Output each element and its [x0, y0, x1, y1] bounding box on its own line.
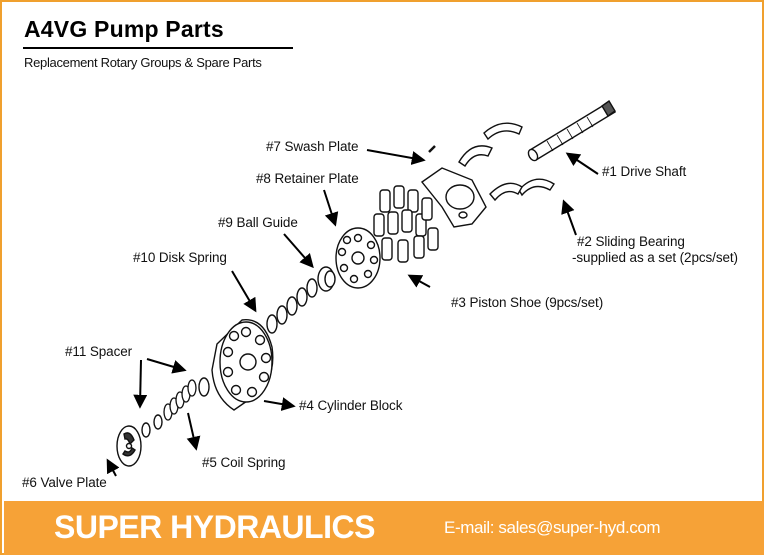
label-cylinder-block: #4 Cylinder Block — [299, 398, 403, 413]
label-piston-shoe: #3 Piston Shoe (9pcs/set) — [451, 295, 604, 310]
page-title: A4VG Pump Parts — [24, 16, 224, 42]
page-subtitle: Replacement Rotary Groups & Spare Parts — [24, 55, 262, 70]
label-valve-plate: #6 Valve Plate — [22, 475, 107, 490]
block-ring-drawing — [198, 377, 210, 397]
label-disk-spring: #10 Disk Spring — [133, 250, 227, 265]
retainer-plate-drawing — [335, 227, 381, 289]
brand-name: SUPER HYDRAULICS — [54, 509, 375, 545]
title-underline — [23, 47, 293, 49]
sliding-bearing-drawing — [483, 122, 555, 197]
label-swash-plate: #7 Swash Plate — [266, 139, 359, 154]
label-retainer-plate: #8 Retainer Plate — [256, 171, 359, 186]
disk-spring-drawing — [266, 278, 318, 334]
contact-email[interactable]: E-mail: sales@super-hyd.com — [444, 518, 661, 537]
bearing-rings-drawing — [458, 145, 523, 202]
piston-shoe-drawing — [373, 185, 439, 263]
label-sliding-bearing: #2 Sliding Bearing — [577, 234, 685, 249]
footer-bar: SUPER HYDRAULICS E-mail: sales@super-hyd… — [4, 501, 764, 555]
ball-guide-drawing — [317, 266, 336, 292]
label-spacer: #11 Spacer — [65, 344, 133, 359]
label-ball-guide: #9 Ball Guide — [218, 215, 298, 230]
leader-arrows — [106, 149, 599, 477]
cylinder-block-drawing — [211, 319, 274, 411]
spacer-drawing — [141, 414, 163, 438]
note-sliding-bearing: -supplied as a set (2pcs/set) — [572, 250, 738, 265]
label-drive-shaft: #1 Drive Shaft — [602, 164, 687, 179]
swash-plate-drawing — [420, 145, 487, 228]
drive-shaft-drawing — [527, 99, 616, 162]
coil-spring-drawing — [163, 379, 197, 421]
valve-plate-drawing — [116, 425, 142, 467]
label-coil-spring: #5 Coil Spring — [202, 455, 286, 470]
